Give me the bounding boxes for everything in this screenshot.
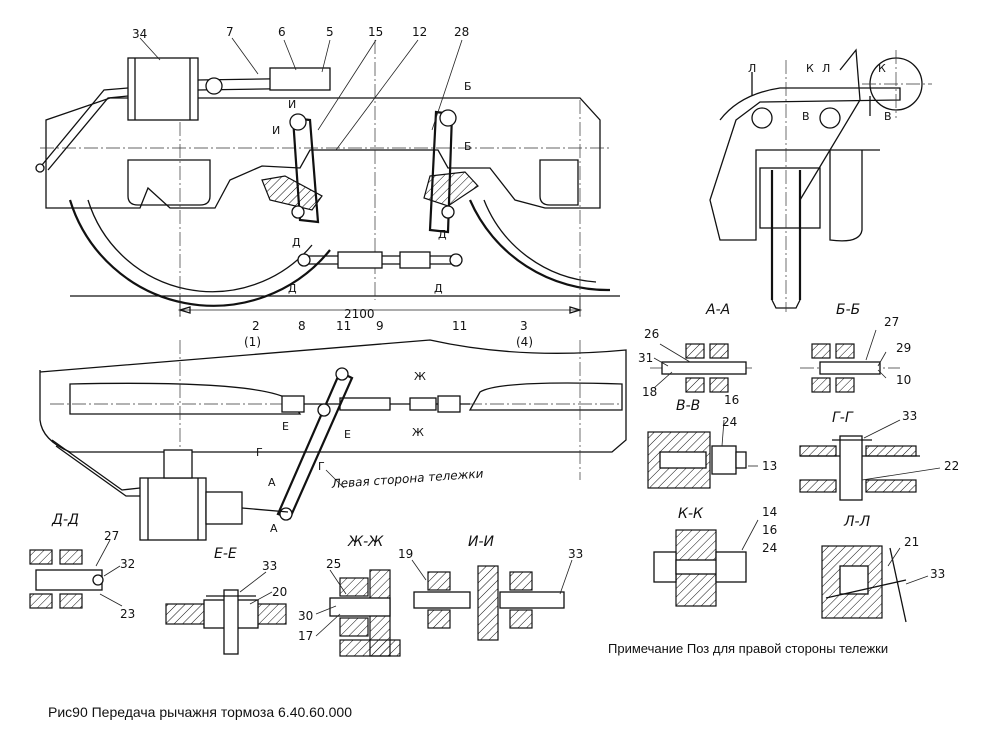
part-label: 18 <box>642 385 657 399</box>
part-label: 7 <box>226 25 234 39</box>
part-number-labels: 34 7 6 5 15 12 28 2 (1) 8 11 9 11 3 (4) … <box>104 25 959 643</box>
part-label: 33 <box>930 567 945 581</box>
section-title: И-И <box>468 534 495 550</box>
part-label: 16 <box>762 523 777 537</box>
section-titles: А-А Б-Б В-В Г-Г Д-Д Е-Е Ж-Ж И-И К-К Л-Л <box>51 302 871 562</box>
section-ii <box>411 559 573 641</box>
part-label: 33 <box>262 559 277 573</box>
part-label: 28 <box>454 25 469 39</box>
part-label: 13 <box>762 459 777 473</box>
cut-letter: Л <box>822 62 830 75</box>
cut-letter: Л <box>748 62 756 75</box>
part-label: 22 <box>944 459 959 473</box>
section-title: К-К <box>678 506 704 522</box>
part-label: 33 <box>568 547 583 561</box>
bogie-side-view <box>35 40 620 320</box>
section-title: Б-Б <box>836 302 860 318</box>
part-label: 11 <box>452 319 467 333</box>
cut-letter: К <box>806 62 814 75</box>
part-label: 5 <box>326 25 334 39</box>
part-label: 29 <box>896 341 911 355</box>
part-label: 30 <box>298 609 313 623</box>
dimension-2100: 2100 <box>344 307 375 321</box>
cut-letter: И <box>272 124 280 137</box>
part-label: 25 <box>326 557 341 571</box>
part-label: (1) <box>244 335 261 349</box>
cut-letter: Б <box>464 140 472 153</box>
section-zhzh <box>315 569 401 657</box>
part-label: (4) <box>516 335 533 349</box>
section-ll <box>821 545 929 623</box>
cut-letter: Г <box>256 446 263 459</box>
cut-letter: Е <box>344 428 351 441</box>
cut-letter: Г <box>318 460 325 473</box>
part-label: 26 <box>644 327 659 341</box>
part-label: 17 <box>298 629 313 643</box>
cut-letter: Д <box>292 236 301 249</box>
part-label: 19 <box>398 547 413 561</box>
part-label: 10 <box>896 373 911 387</box>
part-label: 9 <box>376 319 384 333</box>
cut-letters: И И Б Б Д Д Д Д Е Е Г Г А А Ж Ж Л К К В … <box>256 62 892 535</box>
cut-letter: В <box>802 110 810 123</box>
part-label: 31 <box>638 351 653 365</box>
part-label: 24 <box>762 541 777 555</box>
section-ee <box>165 571 287 655</box>
part-label: 33 <box>902 409 917 423</box>
part-label: 23 <box>120 607 135 621</box>
section-title: Е-Е <box>214 546 237 562</box>
part-label: 12 <box>412 25 427 39</box>
part-label: 27 <box>884 315 899 329</box>
cut-letter: Д <box>434 282 443 295</box>
cut-letter: В <box>884 110 892 123</box>
section-title: Л-Л <box>843 514 871 530</box>
cut-letter: Д <box>438 228 447 241</box>
cut-letter: А <box>270 522 278 535</box>
section-title: Г-Г <box>832 410 854 426</box>
part-label: 11 <box>336 319 351 333</box>
part-label: 16 <box>724 393 739 407</box>
bogie-end-view <box>709 48 932 312</box>
part-label: 6 <box>278 25 286 39</box>
part-label: 20 <box>272 585 287 599</box>
part-label: 8 <box>298 319 306 333</box>
section-kk <box>653 519 759 607</box>
part-label: 14 <box>762 505 777 519</box>
side-label: Левая сторона тележки <box>330 466 484 491</box>
cut-letter: А <box>268 476 276 489</box>
section-title: Д-Д <box>51 512 79 528</box>
section-bb <box>800 329 900 393</box>
section-dd <box>29 539 123 609</box>
part-label: 32 <box>120 557 135 571</box>
cut-letter: Ж <box>412 426 424 439</box>
cut-letter: Ж <box>414 370 426 383</box>
bogie-plan-view <box>39 339 627 541</box>
section-title: Ж-Ж <box>347 534 384 550</box>
section-title: А-А <box>705 302 730 318</box>
part-label: 15 <box>368 25 383 39</box>
part-label: 21 <box>904 535 919 549</box>
part-label: 3 <box>520 319 528 333</box>
cut-letter: Е <box>282 420 289 433</box>
part-label: 34 <box>132 27 147 41</box>
cut-letter: И <box>288 98 296 111</box>
part-label: 24 <box>722 415 737 429</box>
part-label: 27 <box>104 529 119 543</box>
leader-lines-top <box>139 37 463 151</box>
cut-letter: К <box>878 62 886 75</box>
cut-letter: Д <box>288 282 297 295</box>
section-title: В-В <box>676 398 700 414</box>
figure-caption: Рис90 Передача рычажня тормоза 6.40.60.0… <box>48 704 352 720</box>
drawing-note: Примечание Поз для правой стороны тележк… <box>608 641 889 656</box>
part-label: 2 <box>252 319 260 333</box>
section-aa <box>650 343 752 393</box>
section-vv <box>647 419 758 489</box>
cut-letter: Б <box>464 80 472 93</box>
section-gg <box>799 419 941 501</box>
